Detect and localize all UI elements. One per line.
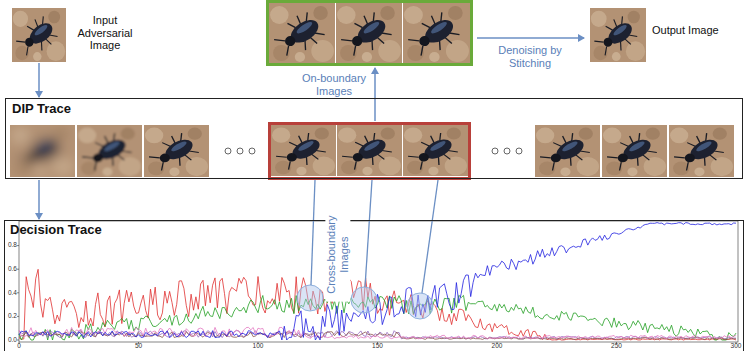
axis-tick-label: 200 (492, 343, 503, 350)
axis-tick-label: 250 (611, 343, 622, 350)
ellipsis-dots (492, 148, 522, 154)
image-thumbnail (336, 3, 402, 63)
flow-arrow (374, 68, 376, 121)
decision-line (19, 327, 736, 339)
flow-arrow (38, 180, 40, 219)
image-thumbnail (403, 125, 468, 176)
axis-tick-label: 150 (372, 343, 383, 350)
trace-panel: Decision Trace (4, 220, 744, 351)
axis-tick-label: 100 (253, 343, 264, 350)
panel-title: DIP Trace (12, 102, 212, 117)
image-thumbnail (535, 125, 600, 177)
output-image-node: Output Image (590, 8, 646, 62)
highlight-circles (297, 285, 433, 319)
axis-tick-label: 300 (731, 343, 742, 350)
arrow-label: Denoising by Stitching (492, 44, 568, 69)
image-thumbnail (403, 3, 470, 63)
arrow-label: On-boundary Images (299, 72, 369, 97)
image-thumbnail (144, 125, 209, 177)
image-thumbnail (337, 125, 402, 176)
axis-tick-label: 0.8 (8, 242, 17, 249)
red-frame (270, 124, 470, 179)
decision-line (19, 295, 736, 340)
axis-tick-label: 0.6 (8, 266, 17, 273)
panel-title: Decision Trace (10, 223, 210, 238)
axis-tick-label: 0.0 (8, 337, 17, 344)
green-frame (268, 2, 472, 65)
image-thumbnail (10, 125, 75, 177)
tick-marks (17, 246, 736, 344)
output-image (590, 8, 646, 62)
input-image-node: Input Adversarial Image (12, 8, 66, 62)
decision-line (19, 223, 736, 340)
axis-tick-label: 50 (135, 343, 142, 350)
ellipsis-dots (225, 148, 255, 154)
image-thumbnail (602, 125, 667, 177)
image-caption: Input Adversarial Image (72, 14, 138, 52)
input-image (12, 8, 66, 62)
image-thumbnail (669, 125, 734, 177)
callout-label: Cross-boundary Images (325, 208, 350, 302)
chart-frame (19, 221, 738, 342)
trace-panel: DIP Trace (5, 98, 743, 179)
flow-arrow (38, 63, 40, 97)
image-thumbnail (271, 125, 336, 176)
axis-tick-label: 0.2 (8, 313, 17, 320)
flow-arrow (477, 37, 584, 39)
image-thumbnail (77, 125, 142, 177)
axis-tick-label: 0.4 (8, 290, 17, 297)
axis-tick-label: 0 (17, 343, 21, 350)
image-caption: Output Image (652, 24, 734, 37)
image-thumbnail (269, 3, 335, 63)
decision-line (19, 269, 736, 340)
decision-lines (19, 223, 736, 340)
